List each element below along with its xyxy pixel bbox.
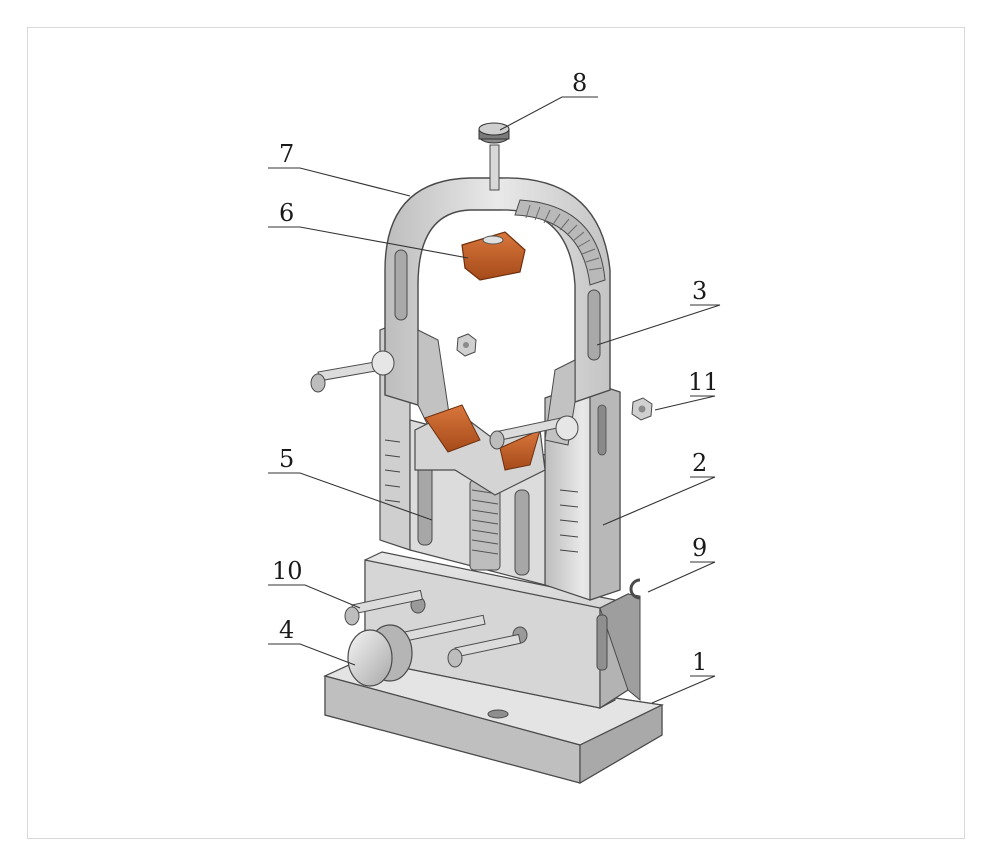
housing-bolts: [344, 589, 522, 668]
lower-housing: [364, 551, 641, 710]
top-thumb-screw: [478, 122, 510, 191]
callout-8: 8: [572, 69, 587, 97]
callout-7: 7: [279, 140, 294, 168]
callout-4: 4: [279, 616, 294, 644]
callout-5: 5: [279, 445, 294, 473]
v-jaw: [414, 404, 546, 496]
center-nut: [456, 333, 477, 357]
callout-3: 3: [692, 277, 707, 305]
part-11-nut: [631, 397, 653, 421]
left-side-bolt: [310, 350, 395, 393]
callout-10: 10: [272, 557, 303, 585]
top-pad: [461, 231, 526, 281]
callout-6: 6: [279, 199, 294, 227]
callout-11: 11: [688, 368, 719, 396]
callout-9: 9: [692, 534, 707, 562]
leader-lines: [268, 96, 721, 704]
callout-2: 2: [692, 449, 707, 477]
callout-1: 1: [692, 648, 707, 676]
adjustment-knob: [347, 614, 486, 687]
right-side-bolt: [489, 415, 579, 450]
part-9-clip: [629, 578, 641, 600]
base-plate: [323, 659, 665, 785]
